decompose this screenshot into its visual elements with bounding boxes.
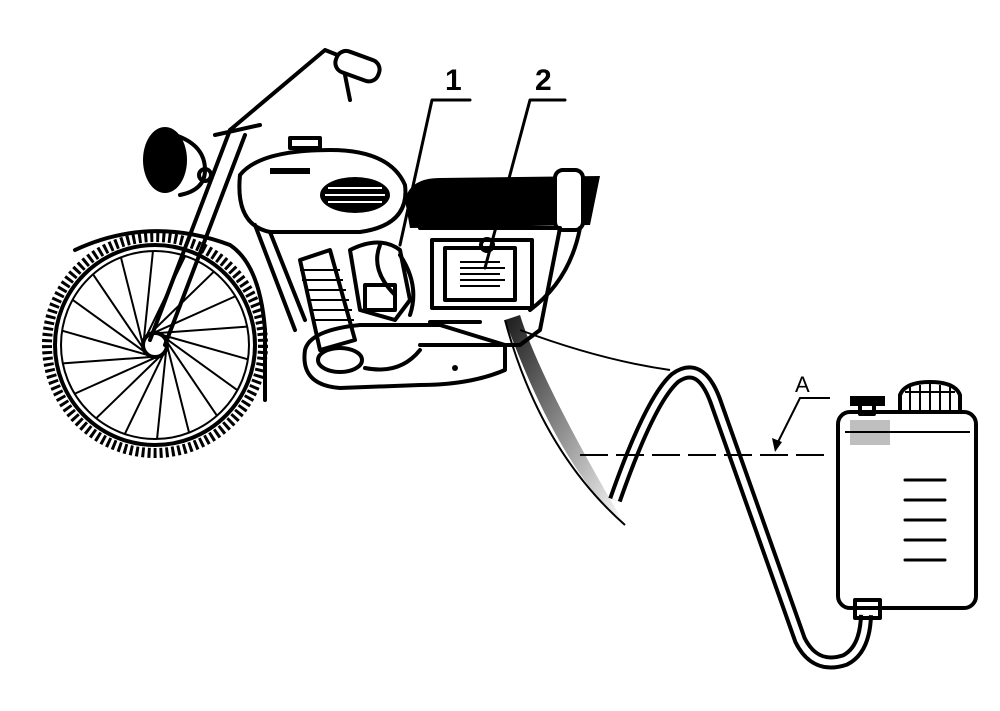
- engine: [298, 240, 416, 352]
- container-large-cap: [898, 380, 962, 414]
- label-a: A: [795, 372, 810, 397]
- level-line-a: A: [580, 372, 830, 456]
- frame: [253, 223, 582, 347]
- wheel-spoke: [142, 250, 154, 341]
- front-wheel: [42, 229, 268, 458]
- wheel-spoke: [156, 349, 168, 440]
- wheel-spoke: [123, 352, 166, 435]
- label-1: 1: [445, 64, 462, 97]
- wheel-spoke: [157, 325, 248, 335]
- label-2-callout: 2: [483, 64, 567, 270]
- wheel-spoke: [61, 329, 150, 357]
- tank-badge: [320, 177, 390, 213]
- wheel-spoke: [74, 355, 158, 395]
- label-1-callout: 1: [398, 64, 472, 247]
- fork-handlebar: [148, 48, 382, 347]
- headlight: [143, 127, 213, 197]
- label-2: 2: [535, 64, 552, 97]
- battery: [430, 237, 534, 310]
- wheel-spoke: [62, 355, 153, 365]
- wheel-spoke: [92, 273, 145, 350]
- vent-hose-cone: [504, 315, 671, 526]
- wheel-spoke: [95, 354, 162, 420]
- wheel-spoke: [163, 336, 238, 392]
- container-small-cap: [850, 396, 885, 416]
- crankcase: [302, 320, 507, 390]
- wheel-spoke: [160, 333, 249, 361]
- breather-tube: [608, 365, 873, 670]
- wheel-spoke: [119, 257, 144, 346]
- wheel-spoke: [165, 340, 218, 417]
- wheel-spoke: [152, 295, 236, 335]
- wheel-spoke: [72, 298, 147, 354]
- wheel-spoke: [166, 344, 191, 433]
- fuel-tank: [237, 136, 408, 234]
- water-container: [836, 380, 978, 620]
